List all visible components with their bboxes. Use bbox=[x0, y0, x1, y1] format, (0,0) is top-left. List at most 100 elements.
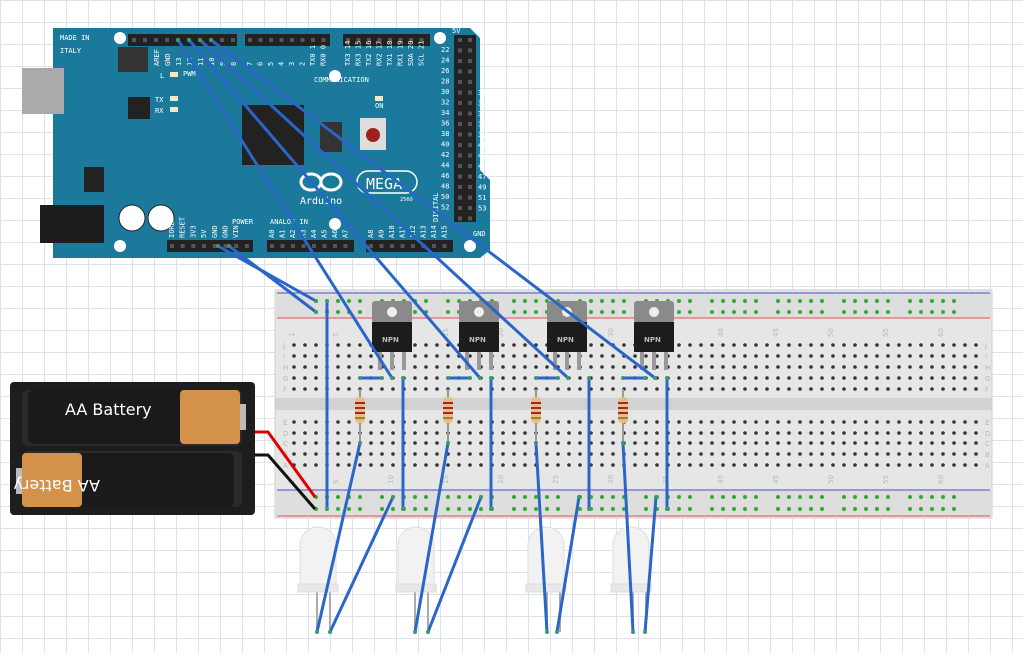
breadboard-hole[interactable] bbox=[523, 452, 527, 456]
breadboard-hole[interactable] bbox=[974, 365, 978, 369]
breadboard-hole[interactable] bbox=[611, 387, 615, 391]
breadboard-hole[interactable] bbox=[743, 452, 747, 456]
breadboard-hole[interactable] bbox=[710, 420, 714, 424]
header-pin[interactable] bbox=[458, 216, 462, 221]
breadboard-hole[interactable] bbox=[611, 365, 615, 369]
breadboard-hole[interactable] bbox=[567, 452, 571, 456]
breadboard-hole[interactable] bbox=[787, 387, 791, 391]
breadboard-hole[interactable] bbox=[765, 387, 769, 391]
breadboard-hole[interactable] bbox=[732, 354, 736, 358]
breadboard-hole[interactable] bbox=[754, 431, 758, 435]
breadboard-hole[interactable] bbox=[380, 441, 384, 445]
breadboard-hole[interactable] bbox=[864, 365, 868, 369]
wire-endpoint[interactable] bbox=[489, 376, 493, 380]
jumper-wire[interactable] bbox=[413, 441, 450, 634]
breadboard-hole[interactable] bbox=[501, 354, 505, 358]
breadboard-hole[interactable] bbox=[435, 431, 439, 435]
breadboard-hole[interactable] bbox=[589, 365, 593, 369]
breadboard-hole[interactable] bbox=[787, 376, 791, 380]
breadboard-hole[interactable] bbox=[391, 420, 395, 424]
rail-hole[interactable] bbox=[853, 299, 857, 303]
wire-endpoint[interactable] bbox=[534, 376, 538, 380]
breadboard-hole[interactable] bbox=[952, 452, 956, 456]
breadboard-hole[interactable] bbox=[952, 354, 956, 358]
rail-hole[interactable] bbox=[677, 310, 681, 314]
rail-hole[interactable] bbox=[732, 495, 736, 499]
breadboard-hole[interactable] bbox=[545, 463, 549, 467]
wire-endpoint[interactable] bbox=[209, 38, 213, 42]
rail-hole[interactable] bbox=[710, 507, 714, 511]
header-pin[interactable] bbox=[170, 244, 174, 248]
breadboard-hole[interactable] bbox=[765, 441, 769, 445]
breadboard-hole[interactable] bbox=[688, 441, 692, 445]
rail-hole[interactable] bbox=[952, 507, 956, 511]
breadboard-hole[interactable] bbox=[391, 441, 395, 445]
breadboard-hole[interactable] bbox=[314, 420, 318, 424]
breadboard-hole[interactable] bbox=[413, 387, 417, 391]
breadboard-hole[interactable] bbox=[886, 441, 890, 445]
breadboard-hole[interactable] bbox=[655, 463, 659, 467]
breadboard-hole[interactable] bbox=[479, 452, 483, 456]
breadboard-hole[interactable] bbox=[600, 431, 604, 435]
breadboard-hole[interactable] bbox=[633, 365, 637, 369]
breadboard-hole[interactable] bbox=[776, 441, 780, 445]
breadboard-hole[interactable] bbox=[380, 452, 384, 456]
breadboard-hole[interactable] bbox=[479, 431, 483, 435]
aa-battery-pack[interactable]: AA Battery AA Battery bbox=[10, 382, 317, 515]
breadboard-hole[interactable] bbox=[908, 354, 912, 358]
rail-hole[interactable] bbox=[380, 507, 384, 511]
breadboard-hole[interactable] bbox=[754, 441, 758, 445]
breadboard-hole[interactable] bbox=[710, 365, 714, 369]
breadboard-hole[interactable] bbox=[974, 441, 978, 445]
breadboard-hole[interactable] bbox=[424, 463, 428, 467]
wire-endpoint[interactable] bbox=[216, 244, 220, 248]
rail-hole[interactable] bbox=[512, 507, 516, 511]
jumper-wire[interactable] bbox=[198, 38, 570, 380]
breadboard-hole[interactable] bbox=[413, 452, 417, 456]
breadboard-hole[interactable] bbox=[963, 431, 967, 435]
breadboard-hole[interactable] bbox=[303, 376, 307, 380]
wire-endpoint[interactable] bbox=[401, 376, 405, 380]
breadboard-hole[interactable] bbox=[468, 354, 472, 358]
header-pin[interactable] bbox=[468, 80, 472, 84]
header-pin[interactable] bbox=[468, 122, 472, 126]
breadboard-hole[interactable] bbox=[512, 431, 516, 435]
breadboard-hole[interactable] bbox=[787, 343, 791, 347]
breadboard-hole[interactable] bbox=[303, 463, 307, 467]
breadboard-hole[interactable] bbox=[787, 365, 791, 369]
rail-hole[interactable] bbox=[336, 310, 340, 314]
resistor[interactable] bbox=[443, 389, 453, 443]
rail-hole[interactable] bbox=[875, 507, 879, 511]
breadboard-hole[interactable] bbox=[875, 463, 879, 467]
breadboard-hole[interactable] bbox=[380, 463, 384, 467]
breadboard-hole[interactable] bbox=[963, 343, 967, 347]
breadboard-hole[interactable] bbox=[820, 354, 824, 358]
breadboard-hole[interactable] bbox=[765, 463, 769, 467]
breadboard-hole[interactable] bbox=[919, 420, 923, 424]
breadboard-hole[interactable] bbox=[314, 365, 318, 369]
wire-endpoint[interactable] bbox=[358, 376, 362, 380]
wire-endpoint[interactable] bbox=[621, 441, 625, 445]
breadboard-hole[interactable] bbox=[798, 354, 802, 358]
breadboard-hole[interactable] bbox=[919, 343, 923, 347]
breadboard-hole[interactable] bbox=[930, 420, 934, 424]
breadboard-hole[interactable] bbox=[380, 431, 384, 435]
breadboard-hole[interactable] bbox=[314, 387, 318, 391]
breadboard-hole[interactable] bbox=[699, 463, 703, 467]
breadboard-hole[interactable] bbox=[710, 431, 714, 435]
breadboard-hole[interactable] bbox=[347, 441, 351, 445]
rail-hole[interactable] bbox=[809, 495, 813, 499]
breadboard-hole[interactable] bbox=[743, 441, 747, 445]
header-pin[interactable] bbox=[458, 195, 462, 200]
breadboard-hole[interactable] bbox=[853, 365, 857, 369]
rail-hole[interactable] bbox=[523, 507, 527, 511]
rail-hole[interactable] bbox=[424, 299, 428, 303]
rail-hole[interactable] bbox=[688, 507, 692, 511]
battery-black-lead[interactable] bbox=[255, 453, 317, 510]
breadboard-hole[interactable] bbox=[919, 376, 923, 380]
breadboard-hole[interactable] bbox=[633, 431, 637, 435]
breadboard-hole[interactable] bbox=[765, 365, 769, 369]
battery-red-lead[interactable] bbox=[255, 430, 317, 498]
breadboard-hole[interactable] bbox=[754, 387, 758, 391]
breadboard-hole[interactable] bbox=[930, 452, 934, 456]
